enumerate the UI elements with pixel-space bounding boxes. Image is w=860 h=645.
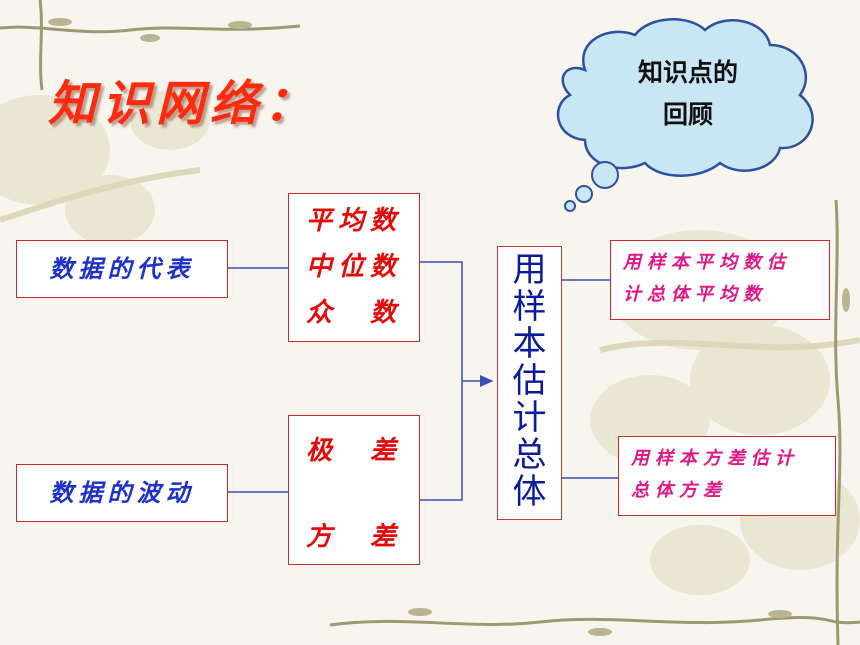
page-title: 知识网络：	[48, 76, 319, 132]
char-6: 总	[512, 435, 547, 475]
char-3: 本	[512, 324, 547, 364]
label-estimate-mean-1: 用样本平均数估	[623, 252, 791, 273]
box-dispersion: 极 差 方 差	[288, 415, 420, 565]
char-2: 样	[512, 287, 547, 327]
vertical-label: 用 样 本 估 计 总 体	[498, 247, 561, 511]
box-sample-estimate-population: 用 样 本 估 计 总 体	[497, 246, 562, 520]
label-estimate-variance-1: 用样本方差估计	[631, 448, 799, 469]
label-data-fluctuation: 数据的波动	[49, 478, 195, 507]
label-median: 中位数	[305, 252, 402, 282]
cloud-line-1: 知识点的	[637, 58, 738, 87]
label-estimate-mean-2: 计总体平均数	[623, 284, 767, 305]
box-data-representative: 数据的代表	[16, 240, 228, 298]
label-estimate-variance-2: 总体方差	[631, 480, 727, 501]
box-estimate-mean: 用样本平均数估 计总体平均数	[610, 240, 830, 320]
cloud-label: 知识点的 回顾	[588, 52, 788, 136]
char-1: 用	[512, 250, 547, 290]
char-7: 体	[512, 472, 547, 512]
label-data-representative: 数据的代表	[49, 254, 195, 283]
cloud-line-2: 回顾	[662, 100, 713, 129]
box-estimate-variance: 用样本方差估计 总体方差	[618, 436, 836, 516]
box-data-fluctuation: 数据的波动	[16, 464, 228, 522]
label-variance: 方 差	[305, 522, 402, 552]
label-mode: 众 数	[305, 298, 402, 328]
char-4: 估	[512, 361, 547, 401]
char-5: 计	[512, 398, 547, 438]
box-central-tendency: 平均数 中位数 众 数	[288, 193, 420, 342]
label-range: 极 差	[305, 436, 402, 466]
label-mean: 平均数	[305, 206, 402, 236]
